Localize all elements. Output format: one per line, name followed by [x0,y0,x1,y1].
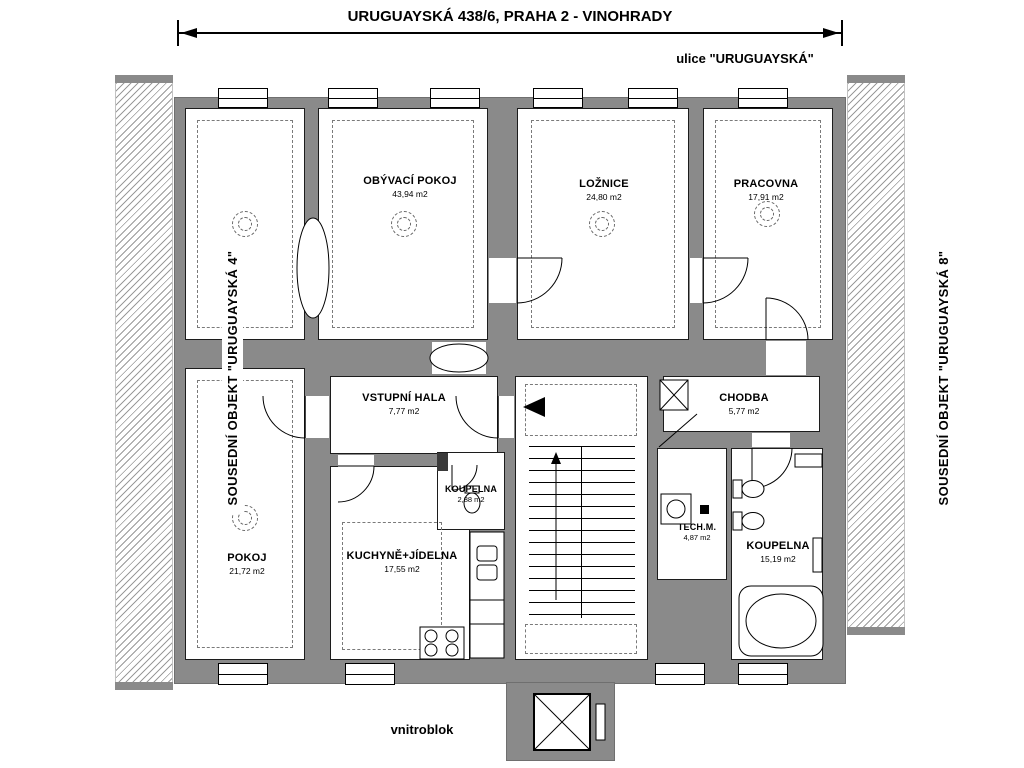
room-label-koupelna-mala: KOUPELNA 2,88 m2 [445,484,497,504]
stairs-center-line [581,446,582,618]
dimension-line [178,32,842,34]
window [218,88,268,108]
window [738,88,788,108]
room-label-vstupni-hala: VSTUPNÍ HALA 7,77 m2 [362,392,446,416]
ceiling-outline [197,380,293,648]
window [655,663,705,685]
street-label: ulice "URUGUAYSKÁ" [676,51,814,66]
room-area: 24,80 m2 [586,192,622,202]
room-name: VSTUPNÍ HALA [362,392,446,404]
wall-cap [115,75,173,83]
room-name: LOŽNICE [579,178,629,190]
ceiling-light-icon [589,211,615,237]
ceiling-light-icon [754,201,780,227]
room-name: KOUPELNA [746,540,810,552]
ceiling-light-icon [391,211,417,237]
room-area: 17,91 m2 [748,192,784,202]
room-name: PRACOVNA [733,178,799,190]
room-label-loznice: LOŽNICE 24,80 m2 [579,178,629,202]
room-name: OBÝVACÍ POKOJ [363,175,457,187]
room-area: 15,19 m2 [760,554,796,564]
stair-landing-outline [525,384,637,436]
dimension-end-bar-left [177,20,179,46]
room-name: KUCHYNĚ+JÍDELNA [346,550,458,562]
wall-cap [847,627,905,635]
room-label-tech-m: TECH.M. 4,87 m2 [678,522,716,542]
room-area: 21,72 m2 [229,566,265,576]
window [738,663,788,685]
ceiling-light-icon [232,505,258,531]
window [533,88,583,108]
ceiling-light-icon [232,211,258,237]
room-area: 43,94 m2 [392,189,428,199]
stair-landing-outline [525,624,637,654]
room-name: CHODBA [719,392,769,404]
ceiling-outline [531,120,675,328]
arrow-left-icon [181,28,197,38]
room-area: 7,77 m2 [388,406,420,416]
ceiling-outline [332,120,474,328]
elevator-shaft [506,682,615,761]
room-area: 17,55 m2 [384,564,420,574]
window [628,88,678,108]
arrow-right-icon [823,28,839,38]
plan-title: URUGUAYSKÁ 438/6, PRAHA 2 - VINOHRADY [347,8,673,25]
room-name: POKOJ [227,552,267,564]
room-name: TECH.M. [677,522,717,532]
window [430,88,480,108]
room-label-pokoj: POKOJ 21,72 m2 [227,552,267,576]
room-tech-m [657,448,727,580]
wall-cap [115,682,173,690]
room-label-chodba: CHODBA 5,77 m2 [719,392,768,416]
neighbor-label-right: SOUSEDNÍ OBJEKT "URUGUAYSKÁ 8" [933,242,955,514]
wall-cap [847,75,905,83]
room-area: 5,77 m2 [728,406,760,416]
window [345,663,395,685]
ceiling-outline [197,120,293,328]
room-label-kuchyne-jidelna: KUCHYNĚ+JÍDELNA 17,55 m2 [347,550,458,574]
neighbor-building-right [847,75,905,635]
stairs [529,446,635,618]
dimension-end-bar-right [841,20,843,46]
room-name: KOUPELNA [444,484,498,494]
room-area: 2,88 m2 [457,495,485,504]
window [218,663,268,685]
neighbor-label-left: SOUSEDNÍ OBJEKT "URUGUAYSKÁ 4" [222,242,244,514]
room-label-obyvaci-pokoj: OBÝVACÍ POKOJ 43,94 m2 [363,175,456,199]
room-label-pracovna: PRACOVNA 17,91 m2 [734,178,799,202]
courtyard-label: vnitroblok [390,722,454,737]
neighbor-building-left [115,75,173,690]
room-label-koupelna-velka: KOUPELNA 15,19 m2 [746,540,809,564]
room-area: 4,87 m2 [683,533,711,542]
ceiling-outline [342,522,442,650]
window [328,88,378,108]
